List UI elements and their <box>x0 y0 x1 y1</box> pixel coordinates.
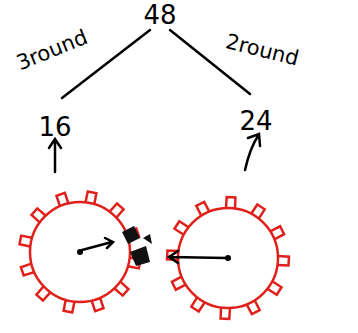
motion-arrow <box>82 238 113 250</box>
handwritten-label: 2round <box>223 31 300 69</box>
virus-spike <box>86 192 97 205</box>
handwritten-label: 24 <box>239 108 272 134</box>
virus-spike <box>196 202 209 216</box>
collision-fragment <box>130 246 150 266</box>
virus-spike <box>36 286 50 300</box>
virus-spike <box>92 298 104 311</box>
handwritten-label: 48 <box>143 2 176 28</box>
virus-spike <box>226 197 235 209</box>
up-arrow <box>49 139 61 172</box>
virus-spike <box>21 264 34 276</box>
handwritten-label: 16 <box>38 114 71 140</box>
virus-spike <box>175 221 189 235</box>
virus-spike <box>32 208 46 222</box>
virus-spike <box>247 300 260 314</box>
virus-body <box>30 202 130 302</box>
virus-spike <box>20 236 33 247</box>
center-dot <box>225 255 231 261</box>
motion-arrow <box>169 251 226 263</box>
collision-fragment <box>143 234 152 244</box>
virus-spike <box>191 297 205 311</box>
virus-spike <box>114 282 128 296</box>
virus-spike <box>270 226 284 239</box>
up-arrow <box>245 134 260 170</box>
virus-spike <box>57 193 69 206</box>
virus-spike <box>221 308 230 320</box>
virus-spike <box>110 204 124 218</box>
virus-spike <box>251 205 265 219</box>
center-dot <box>77 249 83 255</box>
collision-fragment <box>122 226 140 244</box>
virus-spike <box>278 256 290 265</box>
virus-spike <box>172 277 186 290</box>
virus-spike <box>267 281 281 295</box>
handwritten-label: 3round <box>14 27 91 74</box>
virus-spike <box>64 300 75 313</box>
